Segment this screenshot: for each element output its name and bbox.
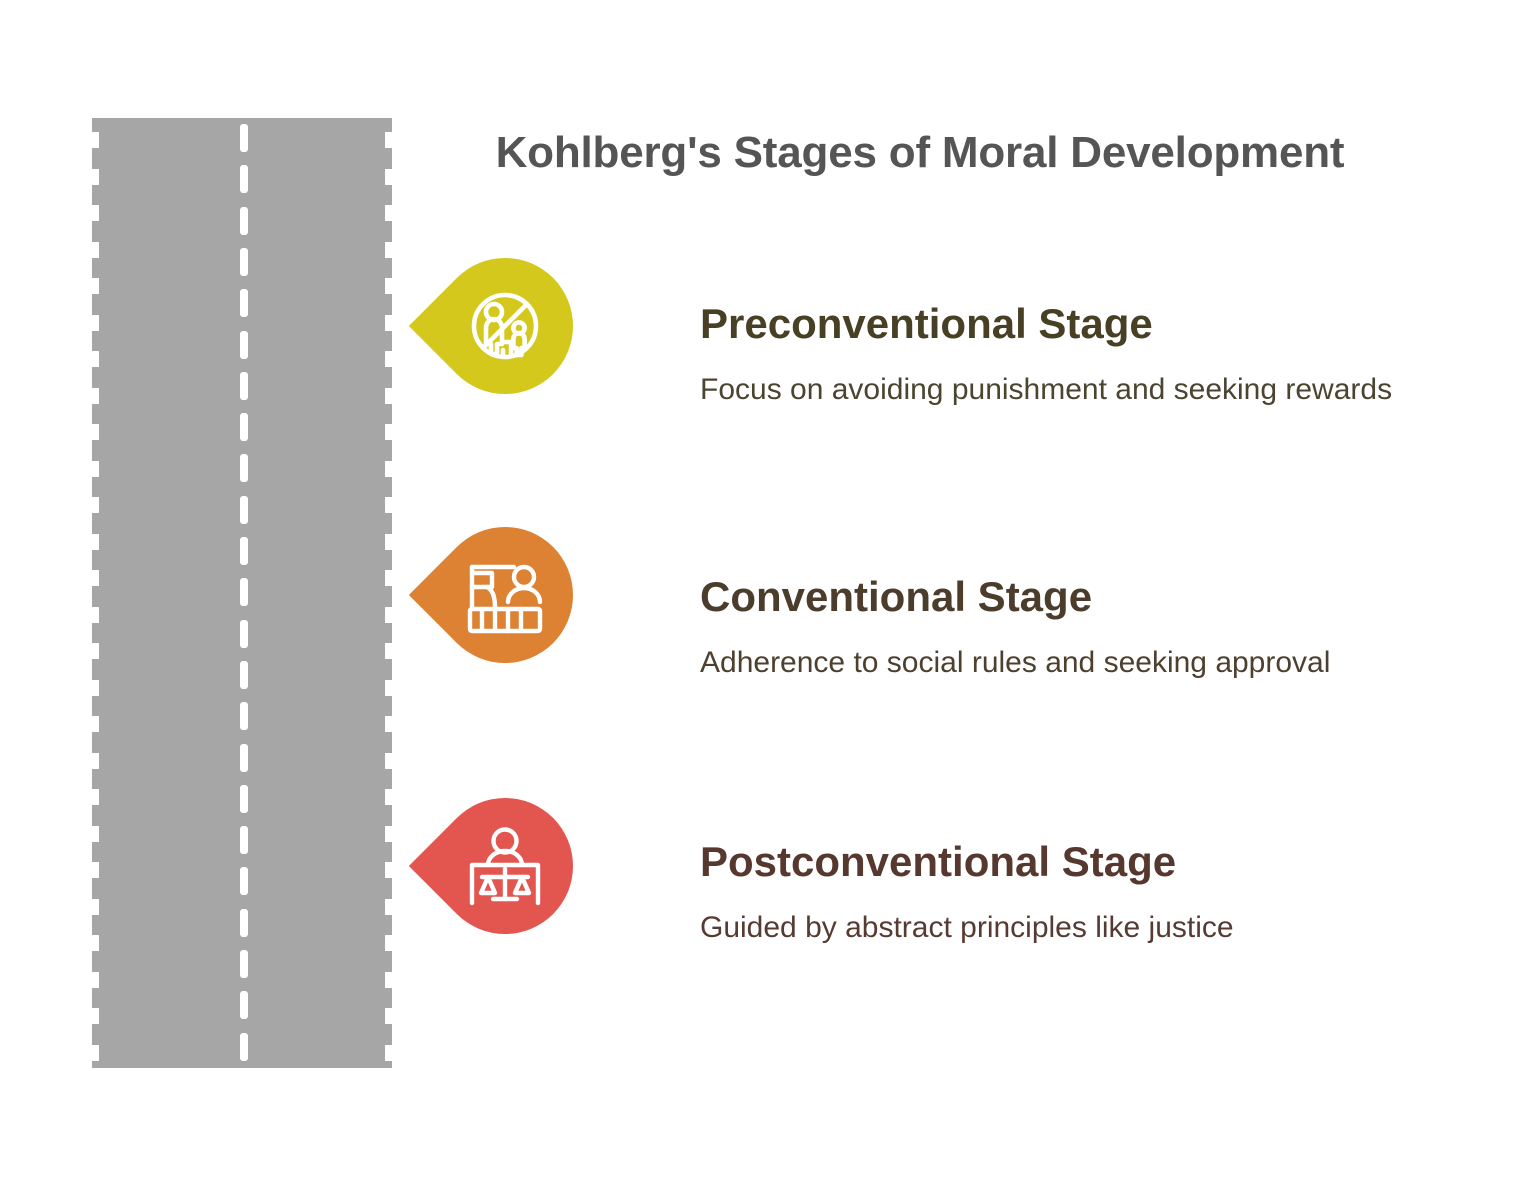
road-edge-notch — [385, 971, 392, 988]
road-dash — [240, 413, 248, 442]
road-edge-notch — [385, 825, 392, 842]
road-edge-notch — [385, 278, 392, 294]
stage-text-block: Preconventional Stage Focus on avoiding … — [700, 300, 1440, 411]
road-edge-notch — [385, 570, 392, 586]
road-dash — [240, 660, 248, 689]
road-edge-notch — [385, 168, 392, 185]
road-edge-notch — [385, 424, 392, 440]
stage-description: Adherence to social rules and seeking ap… — [700, 646, 1331, 680]
page-title: Kohlberg's Stages of Moral Development — [495, 128, 1345, 177]
road-edge-notch — [385, 862, 392, 878]
road-dash — [240, 826, 248, 855]
road-dash — [240, 950, 248, 978]
stage-badge-conventional — [408, 498, 602, 692]
road-edge-notch — [385, 205, 392, 221]
stage-text-block: Postconventional Stage Guided by abstrac… — [700, 838, 1440, 949]
road-edge-notch — [385, 497, 392, 513]
road-edge-notch — [92, 168, 99, 185]
road-dash — [240, 330, 248, 359]
road-edge-notch — [92, 424, 99, 440]
road-dash — [240, 702, 248, 731]
road-dash — [240, 537, 248, 565]
road-edge-notch — [92, 351, 99, 367]
road-dash — [240, 165, 248, 194]
road-dash — [240, 247, 248, 276]
stage-badge-postconventional — [408, 769, 602, 963]
road-edge-notch — [92, 825, 99, 842]
road-edge-notch — [92, 971, 99, 988]
road-edge-notch — [385, 387, 392, 404]
road-edge-notch — [92, 570, 99, 586]
road-dash — [240, 867, 248, 896]
road-edge-notch — [385, 679, 392, 696]
road-edge-notch — [92, 606, 99, 623]
stage-description: Guided by abstract principles like justi… — [700, 911, 1234, 945]
road-edge-notch — [385, 314, 392, 331]
road-dash — [240, 1032, 248, 1061]
stage-text-block: Conventional Stage Adherence to social r… — [700, 573, 1440, 684]
classroom-teacher-icon — [462, 555, 548, 635]
road-edge-notch — [385, 789, 392, 805]
road-edge-notch — [92, 752, 99, 769]
road-edge-notch — [385, 132, 392, 148]
road-graphic — [92, 118, 392, 1068]
road-edge-notch — [385, 533, 392, 550]
road-dash — [240, 991, 248, 1020]
road-dash — [240, 454, 248, 483]
road-edge-notch — [92, 278, 99, 294]
stage-badge-preconventional — [408, 229, 602, 423]
road-edge-notch — [92, 533, 99, 550]
road-edge-notch — [385, 460, 392, 477]
road-dash — [240, 908, 248, 937]
road-edge-notch — [92, 898, 99, 915]
road-edge-notch — [385, 351, 392, 367]
road-edge-notch — [385, 1008, 392, 1024]
road-dash — [240, 289, 248, 318]
road-edge-notch — [385, 935, 392, 951]
road-edge-notch — [92, 716, 99, 732]
road-edge-notch — [92, 132, 99, 148]
road-edge-notch — [385, 752, 392, 769]
stage-heading: Postconventional Stage — [700, 838, 1177, 885]
road-dash — [240, 495, 248, 524]
road-dash — [240, 578, 248, 607]
stage-heading: Conventional Stage — [700, 573, 1093, 620]
stage-heading: Preconventional Stage — [700, 300, 1153, 347]
road-center-dashed-line — [240, 118, 248, 1068]
road-dash — [240, 206, 248, 235]
road-edge-notch — [92, 497, 99, 513]
road-dash — [240, 124, 248, 152]
no-children-prohibition-icon — [463, 284, 547, 368]
road-edge-notch — [385, 1044, 392, 1061]
road-edge-notch — [92, 935, 99, 951]
road-dash — [240, 743, 248, 772]
stage-description: Focus on avoiding punishment and seeking… — [700, 373, 1393, 407]
road-dash — [240, 784, 248, 813]
road-edge-notch — [92, 460, 99, 477]
road-edge-notch — [92, 1008, 99, 1024]
road-edge-notch — [92, 643, 99, 659]
road-edge-notch — [385, 716, 392, 732]
road-edge-notch — [92, 862, 99, 878]
road-edge-notch — [385, 606, 392, 623]
road-edge-notch — [92, 205, 99, 221]
judge-scales-of-justice-icon — [462, 825, 548, 907]
road-edge-notch — [92, 314, 99, 331]
road-edge-notch — [385, 241, 392, 258]
road-edge-notch — [92, 387, 99, 404]
road-edge-notch — [92, 789, 99, 805]
road-edge-notch — [92, 679, 99, 696]
road-edge-notch — [92, 241, 99, 258]
road-edge-notch — [92, 1044, 99, 1061]
road-edge-notch — [385, 898, 392, 915]
road-dash — [240, 619, 248, 648]
road-edge-notch — [385, 643, 392, 659]
road-dash — [240, 371, 248, 400]
